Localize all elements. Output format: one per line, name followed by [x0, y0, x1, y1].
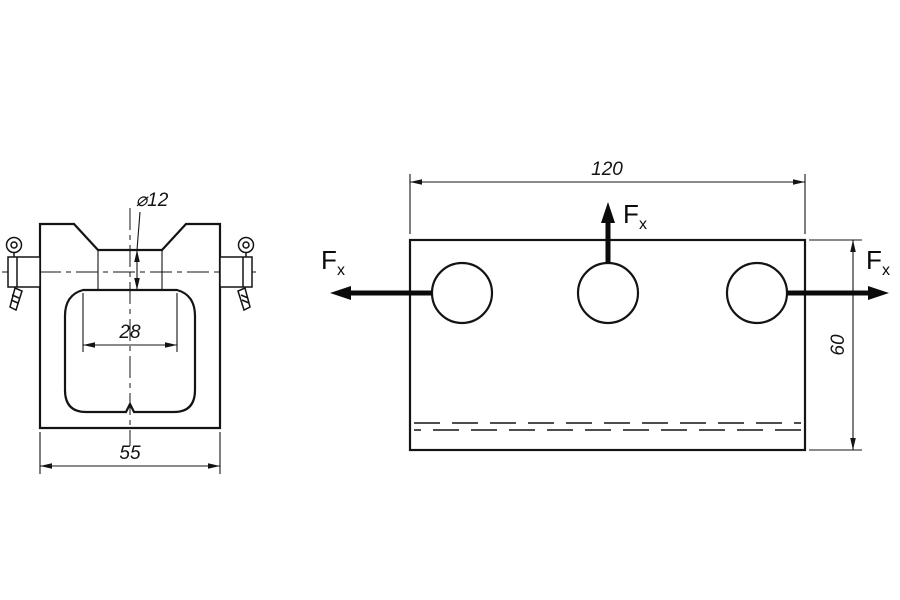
force-arrowhead-left [330, 286, 351, 300]
dim-text-120: 120 [591, 159, 623, 180]
right-screw-thread-2 [241, 299, 250, 304]
right-fitting-housing [219, 256, 253, 288]
left-view-body [38, 222, 222, 430]
arrowhead [850, 240, 856, 252]
arrowhead [40, 463, 52, 469]
force-label-sub: x [337, 262, 345, 279]
dim-text-28: 28 [118, 322, 141, 343]
carriage-inner-channel [63, 288, 197, 414]
left-fitting-housing [7, 256, 41, 288]
force-arrows [330, 202, 889, 300]
rail-body [408, 238, 807, 452]
dim-text-60: 60 [828, 334, 849, 356]
right-view-dimension-120: 120 [409, 159, 806, 234]
dim-text-d12: ⌀12 [136, 190, 169, 211]
arrowhead [850, 438, 856, 450]
arrowhead [83, 342, 95, 348]
force-label-main: F [866, 245, 882, 275]
arrowhead [165, 342, 177, 348]
left-view: 55 28 ⌀12 [2, 190, 258, 474]
arrowhead [208, 463, 220, 469]
right-ring-inner [242, 241, 250, 249]
force-label-sub: x [639, 216, 647, 233]
force-label-main: F [321, 245, 337, 275]
force-arrowhead-up [601, 202, 615, 223]
arrowhead [134, 250, 140, 262]
force-label-main: F [623, 199, 639, 229]
hole-left [430, 261, 494, 325]
force-label-up: F x [623, 199, 647, 233]
hole-middle [576, 261, 640, 325]
arrowhead [410, 179, 422, 185]
hole-right [725, 261, 789, 325]
left-screw-thread-2 [10, 299, 19, 304]
dim-text-55: 55 [119, 443, 141, 464]
arrowhead [793, 179, 805, 185]
left-ring-inner [10, 241, 18, 249]
left-side-fitting [5, 236, 41, 312]
right-side-fitting [219, 236, 255, 312]
arrowhead [134, 278, 140, 290]
right-screw-icon [237, 286, 251, 312]
left-screw-icon [9, 286, 23, 312]
left-view-dimensions: 55 28 ⌀12 [39, 190, 221, 474]
left-screw-thread-1 [11, 294, 20, 299]
right-view: 120 60 F x F x F [321, 159, 890, 452]
right-view-dimension-60: 60 [809, 239, 862, 451]
force-arrowhead-right [868, 286, 889, 300]
leader-line-d12 [136, 211, 141, 251]
force-label-sub: x [882, 262, 890, 279]
force-label-right: F x [866, 245, 890, 279]
right-screw-thread-1 [240, 294, 249, 299]
force-label-left: F x [321, 245, 345, 279]
